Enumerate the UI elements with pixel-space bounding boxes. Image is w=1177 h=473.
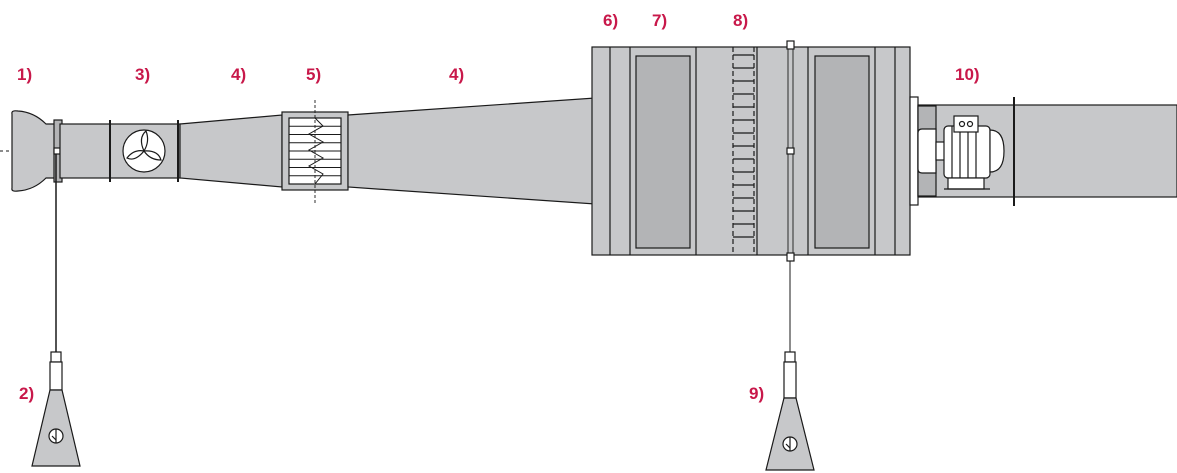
bellmouth-inlet-icon [11, 110, 61, 192]
pressure-meter-icon [765, 351, 815, 471]
fan-icon [122, 129, 166, 173]
tap-marker-center [786, 147, 795, 155]
label-9: 9) [749, 384, 764, 403]
diffuser-section-2 [347, 97, 596, 205]
label-4b: 4) [449, 65, 464, 84]
label-8: 8) [733, 11, 748, 30]
screen-panel-left [635, 55, 691, 249]
inlet-tap-marker [53, 147, 61, 155]
tap-bottom-nub [786, 252, 795, 262]
outlet-flange-left [909, 96, 919, 206]
label-2: 2) [19, 384, 34, 403]
motor-icon [917, 105, 1005, 197]
label-4a: 4) [231, 65, 246, 84]
label-10: 10) [955, 65, 980, 84]
label-1: 1) [17, 65, 32, 84]
straightener-zigzag [307, 117, 325, 185]
label-3: 3) [135, 65, 150, 84]
screen-panel-right [814, 55, 870, 249]
label-7: 7) [652, 11, 667, 30]
pressure-meter-icon [31, 351, 81, 467]
label-5: 5) [306, 65, 321, 84]
tap-top-nub [786, 40, 795, 50]
label-6: 6) [603, 11, 618, 30]
diffuser-section-1 [179, 114, 283, 188]
